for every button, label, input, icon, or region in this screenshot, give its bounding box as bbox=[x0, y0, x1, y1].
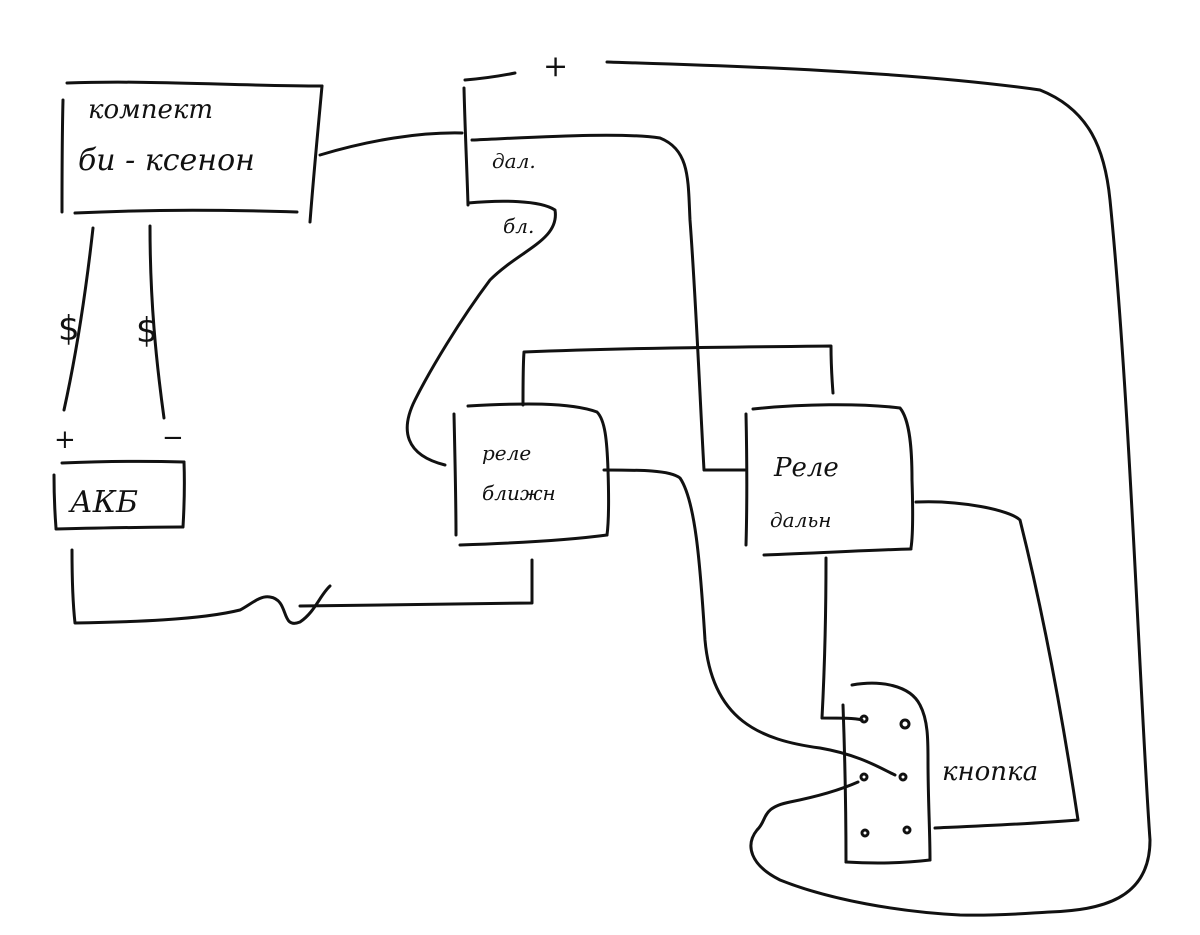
button-terminal bbox=[859, 714, 869, 724]
relay-high-label-line1: Реле bbox=[773, 453, 839, 483]
headlight-connector: + дал. бл. bbox=[462, 49, 1152, 914]
button-box: кнопка bbox=[841, 681, 1038, 865]
battery-minus-label: − bbox=[162, 423, 184, 453]
button-terminal bbox=[902, 825, 912, 835]
battery-plus-label: + bbox=[54, 425, 76, 455]
button-label: кнопка bbox=[942, 757, 1038, 787]
button-terminal bbox=[860, 828, 870, 838]
wire-relay-bridge bbox=[521, 344, 835, 407]
battery-label: АКБ bbox=[68, 485, 138, 520]
wire-low-beam bbox=[405, 199, 557, 467]
wire-button-loop bbox=[749, 780, 1052, 917]
wire-high-beam bbox=[470, 133, 747, 472]
button-terminal bbox=[898, 772, 908, 782]
fuse-left-symbol: $ bbox=[58, 309, 80, 349]
relay-high-label-line2: дальн bbox=[770, 508, 831, 532]
connector-high-label: дал. bbox=[492, 149, 536, 173]
wire-kit-to-connector bbox=[318, 131, 464, 157]
xenon-kit-box: компект би - ксенон bbox=[60, 80, 324, 224]
battery-box: + − АКБ bbox=[52, 423, 186, 531]
connector-low-label: бл. bbox=[503, 214, 534, 238]
wire-ground-return bbox=[298, 558, 534, 608]
relay-low-label-line1: реле bbox=[482, 441, 531, 465]
wire-ground bbox=[70, 548, 332, 625]
wire-relay-high-right bbox=[914, 500, 1080, 830]
wire-relay-low-to-button bbox=[602, 468, 897, 777]
xenon-kit-label-line1: компект bbox=[88, 95, 213, 125]
relay-low-box: реле ближн bbox=[452, 402, 611, 547]
button-terminal bbox=[859, 772, 869, 782]
button-terminal bbox=[899, 718, 911, 730]
relay-high-box: Реле дальн bbox=[744, 403, 915, 557]
xenon-kit-label-line2: би - ксенон bbox=[78, 143, 255, 178]
connector-plus-label: + bbox=[543, 49, 568, 84]
relay-low-label-line2: ближн bbox=[482, 481, 556, 505]
wire-relay-high-to-button bbox=[820, 556, 864, 722]
fuse-right-symbol: $ bbox=[136, 311, 158, 351]
wire-kit-to-battery-minus bbox=[148, 224, 166, 420]
wire-kit-to-battery-plus bbox=[62, 226, 95, 412]
